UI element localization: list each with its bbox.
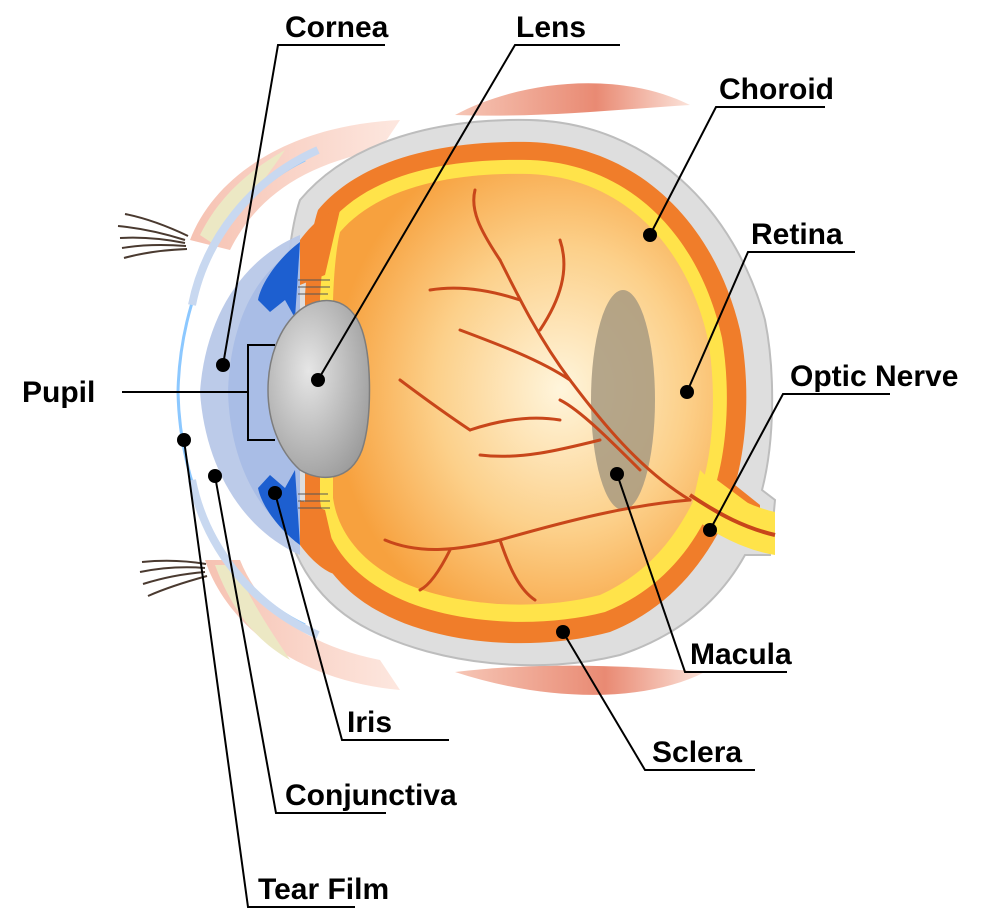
optic-nerve-label: Optic Nerve [790, 360, 958, 393]
lower-muscle [455, 666, 705, 695]
retina-dot [680, 385, 694, 399]
choroid-dot [643, 228, 657, 242]
sclera-dot [556, 625, 570, 639]
cornea-dot [216, 358, 230, 372]
tear-film-label: Tear Film [258, 873, 389, 906]
conjunctiva-dot [208, 469, 222, 483]
optic-nerve-dot [703, 523, 717, 537]
upper-eyelid-fat [200, 150, 285, 245]
iris-dot [268, 486, 282, 500]
iris-label: Iris [347, 706, 392, 739]
retina-label: Retina [751, 218, 843, 251]
lower-eyelashes [140, 561, 207, 596]
tear-film-dot [177, 433, 191, 447]
macula-dot [610, 467, 624, 481]
choroid-label: Choroid [719, 73, 834, 106]
conjunctiva-label: Conjunctiva [285, 779, 457, 812]
upper-eyelashes [118, 214, 188, 258]
sclera-label: Sclera [652, 736, 742, 769]
pupil-label: Pupil [22, 376, 95, 409]
macula-label: Macula [690, 638, 792, 671]
cornea-label: Cornea [285, 11, 389, 44]
lens-dot [311, 373, 325, 387]
lens-label: Lens [516, 11, 586, 44]
